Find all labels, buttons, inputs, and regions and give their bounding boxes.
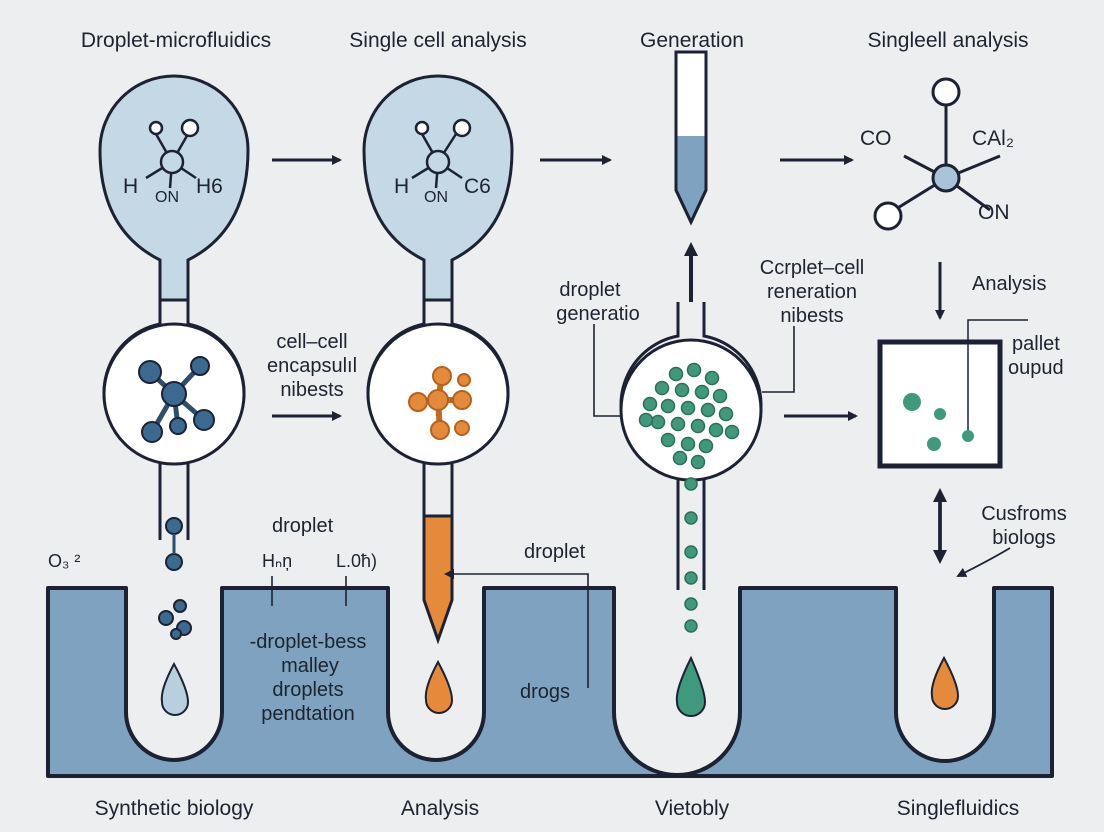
green-cell	[680, 400, 696, 416]
green-cell	[670, 416, 686, 432]
flask-2-molecule	[411, 118, 472, 189]
pallet-output-box	[877, 339, 1003, 469]
title-single-cell-analysis: Single cell analysis	[349, 29, 527, 52]
bottom-title-singlefluidics: Singlefluidics	[896, 797, 1020, 820]
complet-cell-label-line: Ccrplet–cell	[759, 257, 865, 279]
green-cell	[654, 380, 670, 396]
green-cell	[638, 412, 654, 428]
dropless-label-line: droplets	[272, 679, 344, 701]
green-cell	[708, 422, 724, 438]
cusfroms-leader-arrow	[956, 547, 1011, 577]
o2-label: O₃ ²	[48, 551, 81, 571]
dropless-label-line: pendtation	[261, 703, 355, 725]
dropless-label-line: malley	[281, 655, 339, 677]
title-droplet-microfluidics: Droplet-microfluidics	[80, 29, 272, 52]
green-drop	[675, 655, 707, 717]
green-cell	[704, 370, 720, 386]
bottom-title-analysis: Analysis	[400, 797, 480, 820]
microfluidic-channel	[46, 586, 1054, 778]
droplet-generation-label-line: droplet	[559, 279, 621, 301]
green-cell	[686, 362, 702, 378]
droplet-label: droplet	[524, 541, 586, 563]
green-cell	[712, 388, 728, 404]
droplet-label: droplet	[272, 515, 334, 537]
flask-1-molecule	[145, 118, 200, 189]
flow-arrows	[272, 155, 945, 421]
pallet-output-label-line: pallet	[1012, 333, 1060, 355]
atom-label: H	[123, 175, 139, 198]
encapsulation-label-line: nibests	[280, 379, 344, 401]
blue-drop	[160, 661, 190, 716]
leader-lines	[271, 324, 795, 688]
atom-label: ON	[978, 201, 1010, 224]
green-cell	[680, 436, 696, 452]
green-cell	[690, 454, 706, 470]
analysis-label: Analysis	[972, 273, 1047, 295]
green-cell	[660, 398, 676, 414]
atom-label: ON	[424, 189, 448, 206]
atom-label: H6	[196, 175, 223, 198]
orange-drop-2	[930, 655, 960, 710]
green-cell-cluster	[638, 362, 740, 470]
complet-cell-label-line: nibests	[780, 305, 844, 327]
green-cell	[718, 406, 734, 422]
green-cell	[642, 396, 658, 412]
green-cell	[672, 450, 688, 466]
dropless-label-line: -droplet-bess	[249, 631, 367, 653]
blue-cell-cluster	[138, 356, 215, 640]
bottom-title-vietobly: Vietobly	[654, 797, 730, 820]
green-cell	[668, 366, 684, 382]
green-cell	[690, 418, 706, 434]
atom-label: CAl₂	[972, 127, 1014, 150]
orange-cell-cluster	[408, 366, 472, 440]
cusfroms-label-line: Cusfroms	[981, 503, 1067, 525]
green-cell	[700, 402, 716, 418]
h-label: Hₙņ	[262, 551, 293, 571]
green-chain	[684, 477, 698, 633]
complet-cell-label-line: reneration	[766, 281, 858, 303]
green-cell	[698, 438, 714, 454]
title-single-ell-analysis: Single​ell analysis	[867, 29, 1029, 52]
green-cell	[694, 384, 710, 400]
green-cell	[650, 414, 666, 430]
green-cell	[724, 424, 740, 440]
green-cell	[660, 432, 676, 448]
atom-label: ON	[155, 189, 179, 206]
flask-1	[98, 74, 250, 540]
pallet-leader-line	[967, 319, 1028, 430]
l0-label: L.0ħ)	[336, 551, 378, 571]
drogs-label: drogs	[520, 681, 571, 703]
bottom-title-synthetic-biology: Synthetic biology	[94, 797, 254, 820]
pallet-output-label-line: oupud	[1008, 357, 1064, 379]
encapsulation-label-line: cell–cell	[276, 331, 348, 353]
droplet-generation-label-line: generatio	[556, 303, 640, 325]
green-cell	[674, 382, 690, 398]
title-generation: Generation	[640, 29, 744, 52]
atom-label: H	[394, 175, 410, 198]
generation-tube	[674, 50, 708, 226]
cusfroms-label-line: biologs	[992, 527, 1056, 549]
atom-label: CO	[860, 127, 892, 150]
orange-drop-1	[424, 659, 454, 714]
encapsulation-label-line: encapsulıl	[266, 355, 358, 377]
atom-label: C6	[464, 175, 491, 198]
molecule-4	[873, 77, 1001, 231]
